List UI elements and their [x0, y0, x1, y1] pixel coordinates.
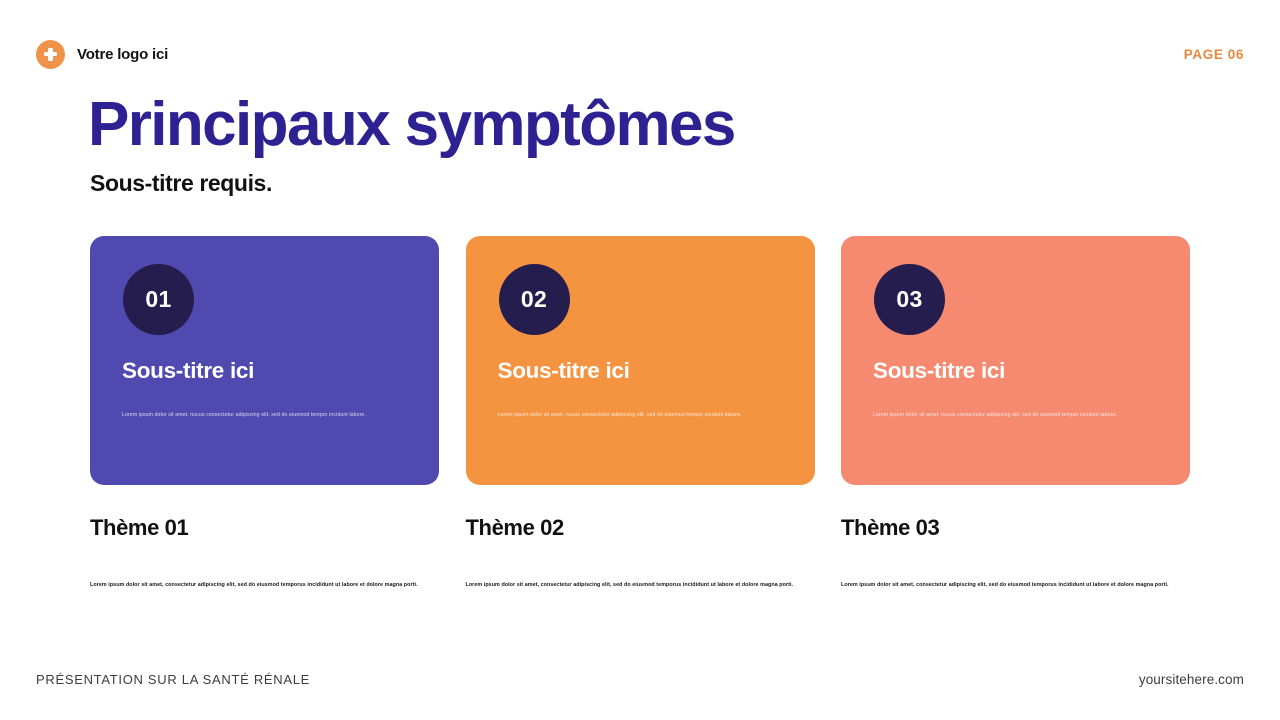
card-body-text: Lorem ipsum dolor sit amet, nucus consec… — [873, 412, 1117, 418]
theme-column-02: Thème 02 Lorem ipsum dolor sit amet, con… — [466, 515, 815, 590]
card-number-badge: 03 — [874, 264, 945, 335]
theme-title: Thème 02 — [465, 515, 565, 540]
card-body-text: Lorem ipsum dolor sit amet, nucus consec… — [122, 412, 366, 418]
medical-cross-circle-icon — [36, 39, 65, 69]
theme-description: Lorem ipsum dolor sit amet, consectetur … — [841, 582, 1169, 588]
card-heading: Sous-titre ici — [497, 358, 630, 383]
brand: Votre logo ici — [36, 39, 169, 69]
footer-presentation-title: PRÉSENTATION SUR LA SANTÉ RÉNALE — [36, 672, 311, 687]
theme-description: Lorem ipsum dolor sit amet, consectetur … — [465, 582, 794, 588]
slide-header: Votre logo ici PAGE 06 — [36, 38, 1244, 70]
footer-website-link[interactable]: yoursitehere.com — [1138, 672, 1244, 687]
card-number-badge: 02 — [498, 264, 570, 335]
brand-name: Votre logo ici — [77, 45, 169, 63]
card-heading: Sous-titre ici — [873, 358, 1006, 383]
theme-description: Lorem ipsum dolor sit amet, consectetur … — [90, 582, 418, 588]
card-heading: Sous-titre ici — [122, 358, 255, 383]
card-body-text: Lorem ipsum dolor sit amet, nucus consec… — [497, 412, 742, 418]
cards-row: 01 Sous-titre ici Lorem ipsum dolor sit … — [90, 236, 1190, 485]
card-01[interactable]: 01 Sous-titre ici Lorem ipsum dolor sit … — [90, 236, 439, 485]
card-03[interactable]: 03 Sous-titre ici Lorem ipsum dolor sit … — [841, 236, 1190, 485]
card-02[interactable]: 02 Sous-titre ici Lorem ipsum dolor sit … — [465, 236, 815, 485]
page-subtitle: Sous-titre requis. — [90, 170, 272, 196]
theme-column-03: Thème 03 Lorem ipsum dolor sit amet, con… — [841, 515, 1190, 590]
theme-title: Thème 01 — [90, 515, 189, 540]
theme-title: Thème 03 — [841, 515, 940, 540]
page-number-label: PAGE 06 — [1183, 46, 1244, 62]
slide-footer: PRÉSENTATION SUR LA SANTÉ RÉNALE yoursit… — [36, 672, 1244, 687]
theme-column-01: Thème 01 Lorem ipsum dolor sit amet, con… — [90, 515, 439, 590]
page-title: Principaux symptômes — [88, 90, 736, 159]
card-number-badge: 01 — [123, 264, 194, 335]
themes-row: Thème 01 Lorem ipsum dolor sit amet, con… — [90, 515, 1190, 590]
